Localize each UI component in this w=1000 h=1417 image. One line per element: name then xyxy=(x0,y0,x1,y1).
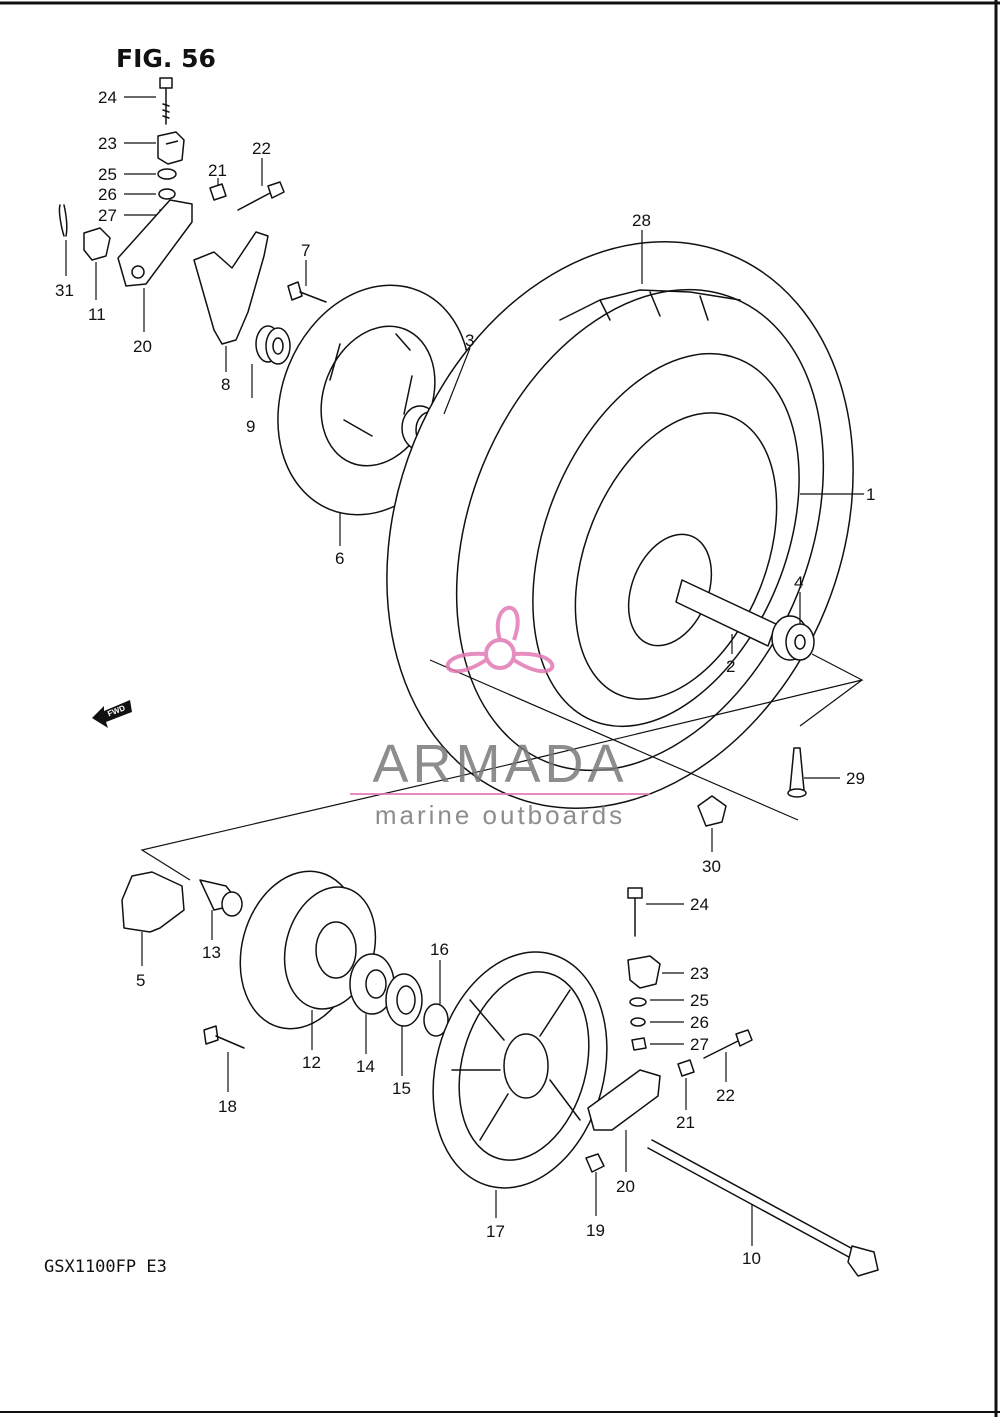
callout-23-bottom: 23 xyxy=(690,964,709,983)
bolt-22-icon xyxy=(237,181,285,211)
caliper-bracket-8-icon xyxy=(193,231,269,345)
callout-30: 30 xyxy=(702,857,721,876)
callout-6: 6 xyxy=(335,549,344,568)
callout-9: 9 xyxy=(246,417,255,436)
sprocket-17-icon xyxy=(432,951,608,1189)
chain-adjuster-20b-icon xyxy=(587,1069,661,1131)
oil-seal-15-icon xyxy=(385,973,423,1027)
callout-16: 16 xyxy=(430,940,449,959)
nut-21-icon xyxy=(209,183,227,201)
callout-19: 19 xyxy=(586,1221,605,1240)
bracket-23-icon xyxy=(157,131,185,165)
washer-25-icon xyxy=(157,168,177,180)
callout-29: 29 xyxy=(846,769,865,788)
callout-20-top: 20 xyxy=(133,337,152,356)
callout-20-bottom: 20 xyxy=(616,1177,635,1196)
watermark-tagline: marine outboards xyxy=(375,800,625,830)
callout-22-bottom: 22 xyxy=(716,1086,735,1105)
nut-27b-icon xyxy=(631,1037,647,1051)
nut-21b-icon xyxy=(677,1059,695,1077)
callout-12: 12 xyxy=(302,1053,321,1072)
leader-lines xyxy=(65,96,864,1246)
callout-28: 28 xyxy=(632,211,651,230)
bolt-24-icon xyxy=(159,77,173,125)
callout-7: 7 xyxy=(301,241,310,260)
watermark-brand: ARMADA xyxy=(372,734,627,794)
callout-8: 8 xyxy=(221,375,230,394)
axle-10-icon xyxy=(647,1139,879,1277)
callout-22-top: 22 xyxy=(252,139,271,158)
sprocket-carrier-12-icon xyxy=(239,870,377,1030)
valve-29-icon xyxy=(787,747,807,798)
spacer-2-icon xyxy=(675,579,777,647)
callout-24-bottom: 24 xyxy=(690,895,709,914)
callout-21-bottom: 21 xyxy=(676,1113,695,1132)
bracket-23b-icon xyxy=(627,955,661,989)
collar-13-icon xyxy=(199,879,243,917)
callout-26-top: 26 xyxy=(98,185,117,204)
callout-10: 10 xyxy=(742,1249,761,1268)
damper-5-icon xyxy=(121,871,185,933)
callout-24-top: 24 xyxy=(98,88,117,107)
forward-arrow-icon: FWD xyxy=(92,700,132,728)
callout-25-bottom: 25 xyxy=(690,991,709,1010)
callout-31: 31 xyxy=(55,281,74,300)
callout-1: 1 xyxy=(866,485,875,504)
wheel-rim-1-icon xyxy=(532,352,800,728)
watermark-logo: ARMADA marine outboards xyxy=(350,605,650,830)
callout-17: 17 xyxy=(486,1222,505,1241)
washer-26b-icon xyxy=(630,1017,646,1027)
bolt-18-icon xyxy=(203,1025,245,1049)
chain-adjuster-20-icon xyxy=(117,199,193,287)
assembly-guide-lines xyxy=(140,653,864,881)
washer-26-icon xyxy=(158,188,176,200)
callout-23-top: 23 xyxy=(98,134,117,153)
cotter-pin-31-icon xyxy=(58,204,68,237)
bolt-7-icon xyxy=(287,281,327,303)
bolt-24b-icon xyxy=(627,887,643,937)
callout-labels: 24 23 25 26 27 31 11 20 21 22 7 8 9 6 3 … xyxy=(55,88,875,1268)
callout-27-top: 27 xyxy=(98,206,117,225)
callout-5: 5 xyxy=(136,971,145,990)
callout-25-top: 25 xyxy=(98,165,117,184)
clip-30-icon xyxy=(697,795,727,827)
collar-9-icon xyxy=(255,325,291,365)
callout-26-bottom: 26 xyxy=(690,1013,709,1032)
callout-4: 4 xyxy=(794,573,803,592)
castle-nut-11-icon xyxy=(83,227,111,261)
callout-11: 11 xyxy=(88,305,106,324)
callout-18: 18 xyxy=(218,1097,237,1116)
callout-3: 3 xyxy=(465,331,474,350)
callout-21-top: 21 xyxy=(208,161,227,180)
callout-13: 13 xyxy=(202,943,221,962)
model-label: GSX1100FP E3 xyxy=(44,1257,167,1277)
bolt-22b-icon xyxy=(703,1029,753,1059)
callout-2: 2 xyxy=(726,657,735,676)
washer-25b-icon xyxy=(629,997,647,1007)
callout-15: 15 xyxy=(392,1079,411,1098)
nut-19-icon xyxy=(585,1153,605,1173)
callout-14: 14 xyxy=(356,1057,375,1076)
callout-27-bottom: 27 xyxy=(690,1035,709,1054)
figure-title: FIG. 56 xyxy=(116,44,216,73)
bearing-4-icon xyxy=(771,615,815,661)
spacer-16-icon xyxy=(423,1003,449,1037)
